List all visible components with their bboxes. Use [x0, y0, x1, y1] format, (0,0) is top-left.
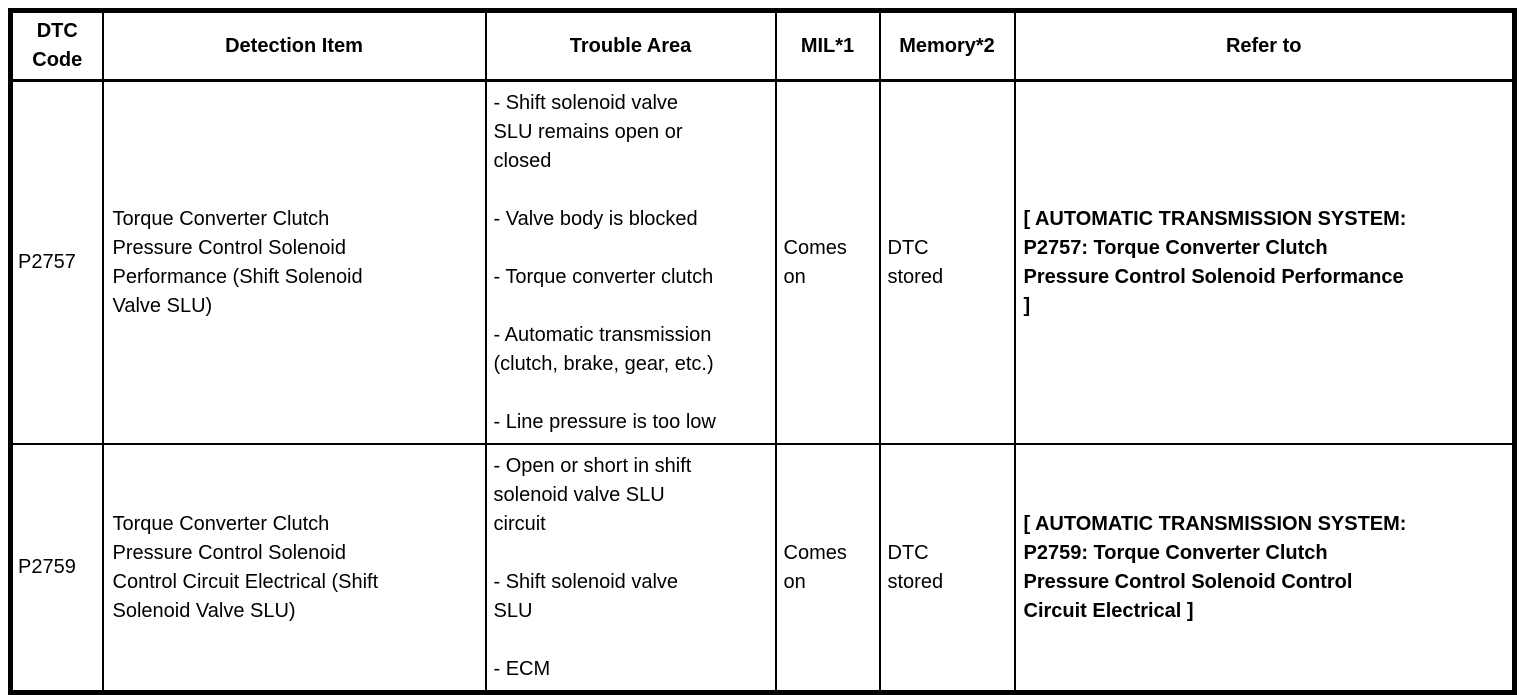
mil-status: Comes on	[774, 79, 881, 445]
dtc-table: DTC Code Detection Item Trouble Area MIL…	[8, 8, 1517, 695]
detection-item-value: Torque Converter Clutch Pressure Control…	[101, 443, 487, 694]
header-trouble-area: Trouble Area	[484, 9, 777, 82]
dtc-code-value: P2757	[9, 79, 104, 445]
header-refer-to: Refer to	[1013, 9, 1516, 82]
dtc-code-value: P2759	[9, 443, 104, 694]
dtc-table-header: DTC Code Detection Item Trouble Area MIL…	[9, 9, 1516, 82]
trouble-area-list: - Open or short in shift solenoid valve …	[484, 443, 777, 694]
header-memory: Memory*2	[878, 9, 1016, 82]
mil-status: Comes on	[774, 443, 881, 694]
trouble-area-list: - Shift solenoid valve SLU remains open …	[484, 79, 777, 445]
dtc-table-body: P2757 Torque Converter Clutch Pressure C…	[9, 79, 1516, 694]
header-detection-item: Detection Item	[101, 9, 487, 82]
header-row: DTC Code Detection Item Trouble Area MIL…	[9, 9, 1516, 82]
header-mil: MIL*1	[774, 9, 881, 82]
header-dtc-code: DTC Code	[9, 9, 104, 82]
refer-to-link-text: [ AUTOMATIC TRANSMISSION SYSTEM: P2757: …	[1013, 79, 1516, 445]
detection-item-value: Torque Converter Clutch Pressure Control…	[101, 79, 487, 445]
table-row-p2759: P2759 Torque Converter Clutch Pressure C…	[9, 443, 1516, 694]
refer-to-link-text: [ AUTOMATIC TRANSMISSION SYSTEM: P2759: …	[1013, 443, 1516, 694]
table-row-p2757: P2757 Torque Converter Clutch Pressure C…	[9, 79, 1516, 445]
memory-status: DTC stored	[878, 443, 1016, 694]
dtc-chart-page: DTC Code Detection Item Trouble Area MIL…	[8, 8, 1517, 695]
memory-status: DTC stored	[878, 79, 1016, 445]
